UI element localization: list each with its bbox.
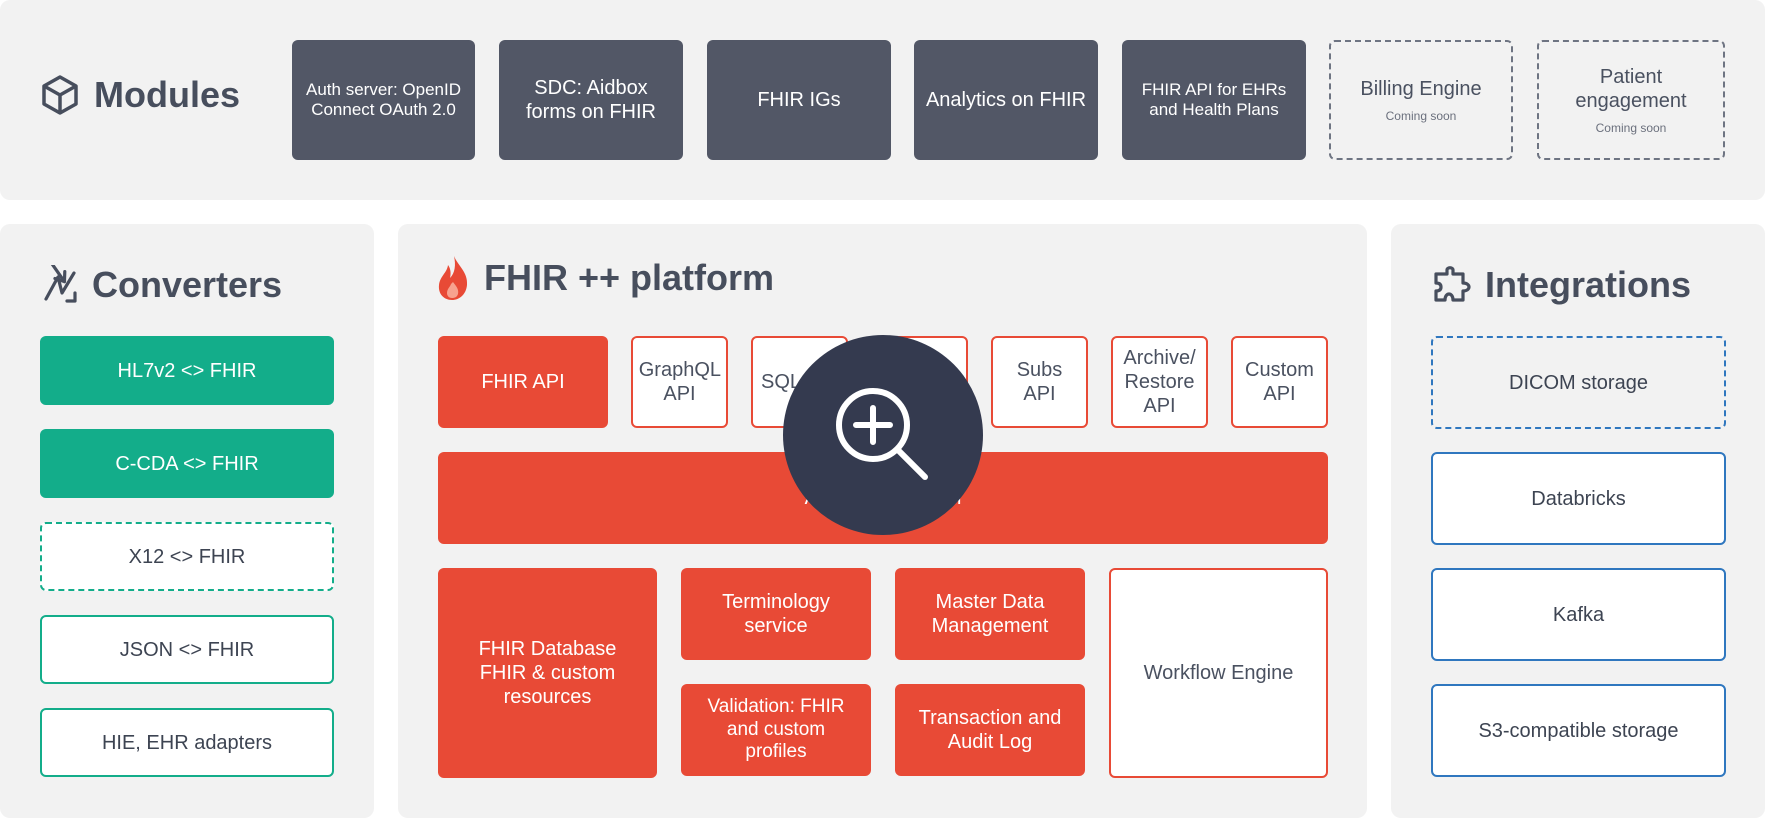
module-label: SDC: Aidbox forms on FHIR [525,77,657,123]
zoom-button[interactable] [783,335,983,535]
converters-panel: Converters HL7v2 <> FHIR C-CDA <> FHIR X… [0,224,374,818]
coming-soon-label: Coming soon [1595,120,1667,135]
converter-label: HIE, EHR adapters [101,731,273,754]
arrows-zigzag-icon [44,265,77,303]
platform-title: FHIR ++ platform [484,257,775,298]
api-label: GraphQL API [638,359,721,405]
workflow-engine[interactable]: Workflow Engine [1109,568,1328,778]
master-data-management[interactable]: Master Data Management [895,568,1085,660]
puzzle-icon [1434,266,1471,302]
terminology-label: Terminology service [722,591,830,637]
modules-heading: Modules [40,74,240,116]
modules-panel: Modules Auth server: OpenID Connect OAut… [0,0,1765,200]
converter-label: HL7v2 <> FHIR [117,359,257,382]
module-label: FHIR API for EHRs and Health Plans [1141,79,1287,119]
module-analytics[interactable]: Analytics on FHIR [914,40,1098,160]
integration-label: Kafka [1552,603,1605,626]
integration-dicom[interactable]: DICOM storage [1431,336,1726,429]
mdm-label: Master Data Management [931,591,1049,637]
module-auth-server[interactable]: Auth server: OpenID Connect OAuth 2.0 [292,40,475,160]
api-custom[interactable]: Custom API [1231,336,1328,428]
integration-s3[interactable]: S3-compatible storage [1431,684,1726,777]
converter-ccda[interactable]: C-CDA <> FHIR [40,429,334,498]
converter-json[interactable]: JSON <> FHIR [40,615,334,684]
api-label: SQL [761,371,802,393]
api-graphql[interactable]: GraphQL API [631,336,728,428]
converter-hie-ehr[interactable]: HIE, EHR adapters [40,708,334,777]
converter-x12[interactable]: X12 <> FHIR [40,522,334,591]
api-subs[interactable]: Subs API [991,336,1088,428]
integration-label: S3-compatible storage [1478,719,1679,742]
zoom-in-icon [836,388,928,480]
module-sdc-forms[interactable]: SDC: Aidbox forms on FHIR [499,40,683,160]
terminology-service[interactable]: Terminology service [681,568,871,660]
module-fhir-api-ehr[interactable]: FHIR API for EHRs and Health Plans [1122,40,1306,160]
integration-kafka[interactable]: Kafka [1431,568,1726,661]
api-label: Archive/ Restore API [1123,347,1196,417]
api-archive-restore[interactable]: Archive/ Restore API [1111,336,1208,428]
module-label: FHIR IGs [757,89,841,111]
integration-label: Databricks [1531,487,1626,510]
platform-heading: FHIR ++ platform [436,254,774,302]
api-label: Subs API [1016,359,1063,405]
converters-heading: Converters [40,264,282,306]
api-fhir[interactable]: FHIR API [438,336,608,428]
transaction-label: Transaction and Audit Log [918,707,1062,753]
integration-label: DICOM storage [1509,371,1648,394]
api-label: FHIR API [481,371,565,393]
converters-title: Converters [92,264,283,305]
integrations-title: Integrations [1485,264,1692,305]
fhir-database-label: FHIR Database FHIR & custom resources [478,638,617,708]
module-patient-engagement[interactable]: Patient engagement Coming soon [1537,40,1725,160]
api-label: Custom API [1245,359,1314,405]
integration-databricks[interactable]: Databricks [1431,452,1726,545]
validation-label: Validation: FHIR and custom profiles [707,695,845,763]
module-label: Patient engagement [1575,65,1687,112]
module-billing-engine[interactable]: Billing Engine Coming soon [1329,40,1513,160]
cube-icon [42,75,78,115]
module-fhir-igs[interactable]: FHIR IGs [707,40,891,160]
workflow-label: Workflow Engine [1143,662,1294,684]
modules-title: Modules [94,74,241,115]
integrations-panel: Integrations DICOM storage Databricks Ka… [1391,224,1765,818]
coming-soon-label: Coming soon [1385,108,1457,123]
flame-icon [438,256,468,300]
module-label: Auth server: OpenID Connect OAuth 2.0 [306,79,461,119]
converter-label: C-CDA <> FHIR [115,452,259,475]
module-label: Billing Engine [1360,77,1482,100]
converter-hl7v2[interactable]: HL7v2 <> FHIR [40,336,334,405]
integrations-heading: Integrations [1433,264,1691,306]
module-label: Analytics on FHIR [925,89,1087,111]
converter-label: JSON <> FHIR [119,638,255,661]
fhir-database[interactable]: FHIR Database FHIR & custom resources [438,568,657,778]
validation-profiles[interactable]: Validation: FHIR and custom profiles [681,684,871,776]
converter-label: X12 <> FHIR [128,545,246,568]
transaction-audit-log[interactable]: Transaction and Audit Log [895,684,1085,776]
